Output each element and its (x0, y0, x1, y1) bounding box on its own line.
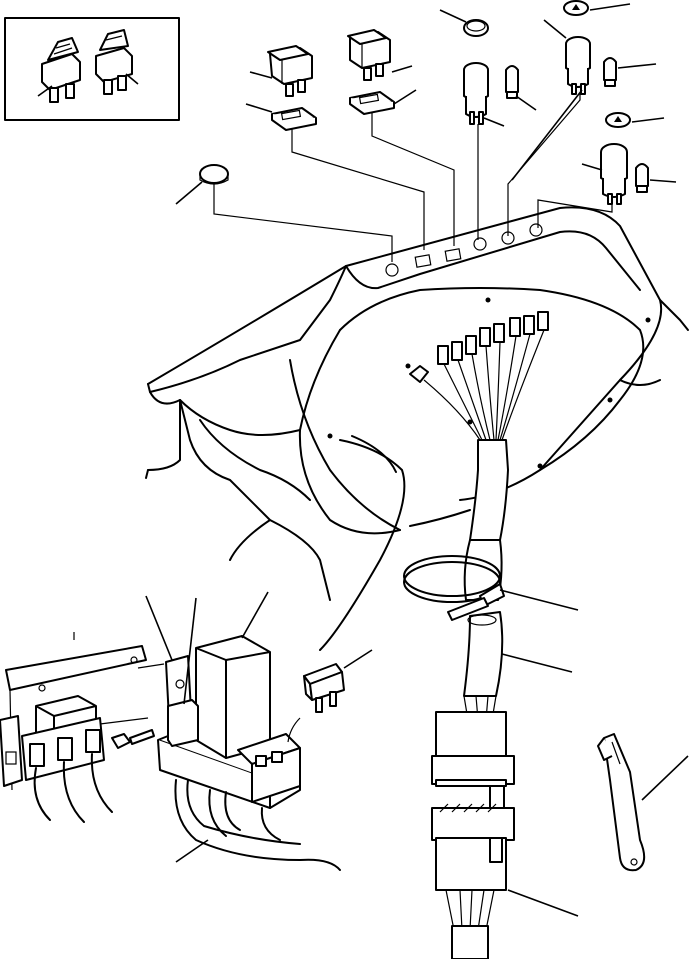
leader-cable-tie (499, 589, 579, 611)
leader-bezel-1 (245, 103, 273, 113)
leader-lamp-2 (543, 19, 567, 39)
leader-blade-fuse (343, 649, 373, 669)
leader-lens-3 (631, 117, 665, 123)
multi-pin-connector (431, 695, 515, 959)
leader-relay-small (183, 597, 197, 705)
lamp-lens-1 (463, 19, 489, 37)
lamp-bulb-3 (635, 163, 649, 193)
leader-bulb-2 (617, 63, 657, 69)
assembly-guide-lines (213, 89, 613, 262)
lamp-bulb-2 (603, 57, 617, 87)
relay-large (195, 635, 271, 759)
leader-relay-bracket (145, 595, 173, 661)
lamp-lens-3 (605, 112, 631, 128)
indicator-lamp-2 (565, 36, 591, 95)
dashboard-console (145, 206, 689, 601)
blade-fuse (303, 663, 345, 713)
loom-sleeve (463, 611, 504, 697)
leader-lens-1 (439, 9, 467, 23)
leader-earth-strap (641, 755, 689, 801)
leader-relay-large (241, 591, 269, 639)
earth-strap (597, 733, 646, 872)
relay-panel-left (0, 632, 155, 823)
rocker-switch-1 (267, 45, 313, 97)
inset-rocker-switch-left (41, 37, 81, 103)
relay-small (167, 699, 199, 747)
lamp-bulb-1 (505, 65, 519, 99)
leader-inset-left (37, 85, 53, 97)
inset-rocker-switch-right (95, 29, 133, 95)
switch-bezel-2 (349, 91, 395, 115)
leader-switch-1 (249, 71, 273, 79)
relay-wires (174, 779, 341, 871)
lamp-lens-2 (563, 0, 589, 16)
switch-bezel-1 (271, 107, 317, 131)
leader-lamp-3 (581, 163, 603, 171)
leader-lamp-1 (483, 117, 505, 127)
rocker-switch-2 (347, 29, 391, 81)
leader-connector (507, 889, 579, 917)
leader-switch-2 (391, 65, 413, 73)
cable-tie (403, 555, 505, 621)
inset-rocker-switches (4, 17, 180, 121)
leader-relay-wires (175, 839, 209, 863)
leader-blanking-plug (175, 181, 203, 205)
leader-loom-sleeve (501, 653, 573, 673)
relay-socket (237, 717, 301, 803)
leader-inset-right (125, 73, 139, 85)
leader-bulb-1 (515, 95, 537, 111)
leader-bulb-3 (649, 179, 677, 183)
wiring-loom (409, 311, 549, 601)
leader-lens-2 (589, 3, 631, 11)
indicator-lamp-1 (463, 62, 489, 125)
loose-wire (319, 439, 406, 651)
leader-bezel-2 (393, 89, 417, 105)
indicator-lamp-3 (600, 143, 628, 205)
blanking-plug (199, 164, 229, 185)
